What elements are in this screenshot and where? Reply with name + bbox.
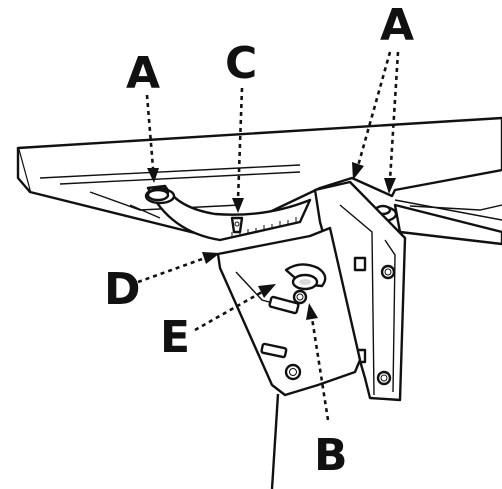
callout-b: B xyxy=(314,430,348,481)
callout-d: D xyxy=(104,264,141,315)
leader-a-right-1 xyxy=(352,51,392,180)
leader-a-right-2 xyxy=(384,51,400,194)
leader-d xyxy=(137,252,220,284)
table-top xyxy=(16,116,502,246)
motor-mount-plate xyxy=(216,226,362,397)
callout-e: E xyxy=(160,312,190,363)
leader-c xyxy=(232,87,244,213)
leader-e xyxy=(194,284,276,332)
leader-a-left xyxy=(145,94,159,183)
bevel-pointer xyxy=(230,216,244,234)
bevel-lock-knob xyxy=(284,263,327,291)
callout-c: C xyxy=(225,38,257,89)
mounting-bolt-left xyxy=(146,188,170,202)
motor-shaft-line xyxy=(270,393,280,489)
leader-b xyxy=(306,303,330,421)
callout-a-left: A xyxy=(126,48,160,99)
callout-a-right: A xyxy=(380,0,414,51)
bevel-scale-ticks xyxy=(231,217,297,238)
trunnion-bracket xyxy=(313,180,407,402)
